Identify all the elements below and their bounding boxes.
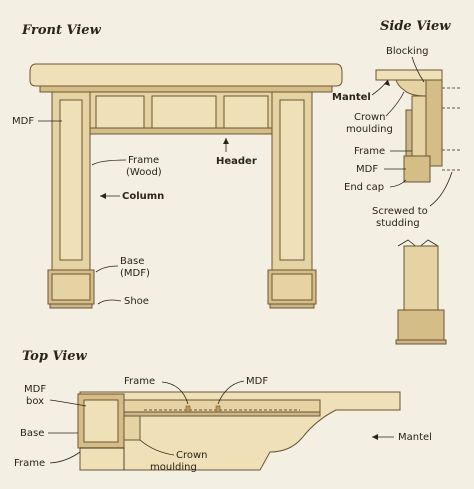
side-mantel-shelf (375, 69, 443, 81)
front-header-panel-2 (151, 95, 217, 129)
leader-side-blocking (411, 56, 425, 83)
label-top-mantel: Mantel (398, 432, 432, 443)
side-view-drawing (375, 69, 462, 345)
front-view-title: Front View (21, 23, 102, 38)
leader-side-crown (385, 91, 405, 117)
front-crown-strip (39, 85, 333, 93)
label-side-screwed: Screwed to (372, 206, 428, 217)
leader-top-mdf-header (217, 380, 245, 405)
front-right-shoe (269, 303, 315, 309)
leader-front-base (95, 265, 119, 273)
label-side-crown: Crown (354, 112, 386, 123)
label-front-base-mdf: (MDF) (120, 268, 150, 279)
label-front-frame-wood: (Wood) (126, 167, 162, 178)
front-left-base-panel (51, 273, 91, 301)
side-crown-moulding (395, 79, 427, 97)
label-top-box: box (26, 396, 44, 407)
label-top-mdf-header: MDF (246, 376, 268, 387)
leader-top-mdf-box (49, 399, 87, 407)
side-end-cap (403, 155, 431, 183)
label-side-mdf: MDF (356, 164, 378, 175)
label-front-header: Header (216, 156, 257, 167)
leader-top-crown (139, 439, 175, 456)
label-side-studding: studding (376, 218, 420, 229)
leader-side-mantel (371, 79, 389, 96)
label-top-base: Base (20, 428, 44, 439)
arrow-top-mantel (372, 434, 378, 440)
side-base (397, 309, 445, 341)
top-marker-1 (185, 405, 191, 413)
label-top-crown: Crown (176, 450, 208, 461)
arrow-front-header (223, 138, 229, 144)
top-mdf-box (83, 399, 119, 443)
arrow-side-mantel (384, 80, 390, 86)
top-crown-moulding (123, 415, 141, 441)
label-front-base: Base (120, 256, 144, 267)
front-right-column-panel (279, 99, 305, 261)
leader-side-end-cap (389, 179, 407, 188)
label-front-shoe: Shoe (124, 296, 149, 307)
front-right-base-panel (271, 273, 313, 301)
leader-front-frame (91, 159, 127, 166)
label-side-frame: Frame (354, 146, 385, 157)
top-marker-2 (215, 405, 221, 413)
label-front-mdf: MDF (12, 116, 34, 127)
front-left-shoe (49, 303, 93, 309)
leader-front-shoe (97, 299, 122, 305)
label-side-mantel: Mantel (332, 92, 371, 103)
side-shoe (395, 339, 447, 345)
leader-top-frame (161, 381, 189, 405)
side-lower-column (403, 245, 439, 311)
front-header-frame (89, 127, 273, 135)
front-mantel-shelf (29, 63, 343, 87)
label-top-moulding: moulding (150, 462, 197, 473)
top-view-title: Top View (22, 349, 88, 364)
leader-top-frame-left (49, 451, 81, 464)
label-side-blocking: Blocking (386, 46, 429, 57)
leader-side-screwed (429, 171, 453, 207)
label-side-moulding: moulding (346, 124, 393, 135)
label-top-frame-left: Frame (14, 458, 45, 469)
front-view-drawing (29, 63, 343, 309)
top-mdf-header (123, 411, 321, 417)
arrow-front-column (100, 193, 106, 199)
side-view-title: Side View (380, 19, 451, 34)
label-front-column: Column (122, 191, 164, 202)
front-header-panel-1 (95, 95, 145, 129)
label-front-frame: Frame (128, 155, 159, 166)
top-view-drawing (77, 391, 401, 471)
side-studding (442, 87, 462, 171)
front-header-panel-3 (223, 95, 269, 129)
label-top-frame: Frame (124, 376, 155, 387)
front-left-column-panel (59, 99, 83, 261)
label-side-end-cap: End cap (344, 182, 384, 193)
label-top-mdf: MDF (24, 384, 46, 395)
top-base-edge (80, 447, 125, 470)
side-blocking (425, 79, 443, 167)
